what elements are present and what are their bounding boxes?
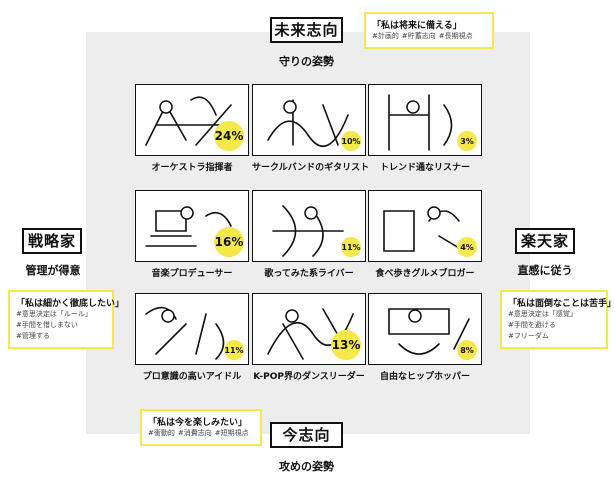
- type-card: 10% サークルバンドのギタリスト: [252, 84, 370, 173]
- callout-bottom: 「私は今を楽しみたい」 #衝動的#消費志向#短期視点: [140, 409, 262, 446]
- percent-badge: 13%: [331, 330, 361, 360]
- percent-badge: 11%: [341, 237, 361, 257]
- type-label: サークルバンドのギタリスト: [252, 163, 370, 173]
- percent-badge: 24%: [214, 121, 244, 151]
- type-label: 音楽プロデューサー: [151, 269, 233, 279]
- type-card: 11% 歌ってみた系ライバー: [252, 190, 366, 279]
- illustration-sketch: [145, 306, 225, 360]
- type-illustration: 3%: [368, 84, 482, 156]
- callout-tag: #計画的: [372, 32, 399, 40]
- axis-label-left: 戦略家: [22, 228, 82, 254]
- illustration-sketch: [388, 308, 470, 355]
- type-label: トレンド通なリスナー: [379, 163, 470, 173]
- callout-right: 「私は面倒なことは苦手」 #意思決定は「感覚」 #手間を避ける #フリーダム: [500, 290, 615, 349]
- callout-tag: #手間を惜しまない: [16, 321, 78, 329]
- illustration-sketch: [267, 99, 349, 147]
- percent-badge: 10%: [341, 131, 361, 151]
- type-illustration: 4%: [368, 190, 482, 262]
- callout-tag: #意思決定は「ルール」: [16, 310, 92, 318]
- callout-tag: #短期視点: [214, 429, 249, 437]
- axis-label-top: 未来志向: [270, 17, 343, 43]
- type-illustration: 11%: [252, 190, 366, 262]
- type-illustration: 11%: [135, 293, 249, 365]
- percent-badge: 8%: [457, 340, 477, 360]
- type-label: 食べ歩きグルメブロガー: [375, 269, 475, 279]
- callout-quote: 「私は面倒なことは苦手」: [508, 299, 615, 309]
- type-card: 16% 音楽プロデューサー: [135, 190, 249, 279]
- callout-tag: #意思決定は「感覚」: [508, 310, 577, 318]
- type-illustration: 24%: [135, 84, 249, 156]
- type-illustration: 16%: [135, 190, 249, 262]
- type-card: 8% 自由なヒップホッパー: [368, 293, 482, 382]
- percent-badge: 3%: [457, 131, 477, 151]
- callout-tag: #フリーダム: [508, 332, 549, 340]
- type-illustration: 10%: [252, 84, 366, 156]
- type-card: 13% K-POP界のダンスリーダー: [252, 293, 366, 382]
- type-label: 歌ってみた系ライバー: [264, 269, 354, 279]
- callout-top: 「私は将来に備える」 #計画的#貯蓄志向#長期視点: [364, 12, 494, 49]
- illustration-sketch: [272, 205, 344, 257]
- type-card: 11% プロ意識の高いアイドル: [135, 293, 249, 382]
- type-card: 3% トレンド通なリスナー: [368, 84, 482, 173]
- percent-badge: 4%: [457, 237, 477, 257]
- type-card: 24% オーケストラ指揮者: [135, 84, 249, 173]
- illustration-sketch: [145, 206, 232, 247]
- type-card: 4% 食べ歩きグルメブロガー: [368, 190, 482, 279]
- callout-left: 「私は細かく徹底したい」 #意思決定は「ルール」 #手間を惜しまない #管理する: [8, 290, 125, 349]
- type-label: K-POP界のダンスリーダー: [253, 372, 365, 382]
- callout-quote: 「私は将来に備える」: [372, 21, 462, 31]
- callout-tag: #消費志向: [177, 429, 212, 437]
- type-illustration: 8%: [368, 293, 482, 365]
- type-label: 自由なヒップホッパー: [379, 372, 470, 382]
- percent-badge: 16%: [214, 227, 244, 257]
- callout-tags: #衝動的#消費志向#短期視点: [148, 428, 254, 439]
- axis-sub-left: 管理が得意: [25, 264, 81, 277]
- axis-sub-right: 直感に従う: [517, 264, 573, 277]
- callout-quote: 「私は細かく徹底したい」: [16, 299, 125, 309]
- type-label: プロ意識の高いアイドル: [142, 372, 242, 382]
- callout-tag: #貯蓄志向: [401, 32, 436, 40]
- axis-label-right: 楽天家: [515, 228, 575, 254]
- callout-tag: #衝動的: [148, 429, 175, 437]
- illustration-sketch: [145, 96, 232, 146]
- percent-badge: 11%: [224, 340, 244, 360]
- axis-sub-bottom: 攻めの姿勢: [279, 460, 334, 473]
- callout-tag: #手間を避ける: [508, 321, 556, 329]
- axis-sub-top: 守りの姿勢: [279, 55, 334, 68]
- axis-label-bottom: 今志向: [270, 422, 343, 448]
- callout-quote: 「私は今を楽しみたい」: [148, 418, 248, 428]
- type-illustration: 13%: [252, 293, 366, 365]
- callout-tag: #長期視点: [438, 32, 473, 40]
- callout-tag: #管理する: [16, 332, 50, 340]
- type-label: オーケストラ指揮者: [151, 163, 233, 173]
- callout-tags: #計画的#貯蓄志向#長期視点: [372, 31, 486, 42]
- illustration-sketch: [388, 94, 453, 151]
